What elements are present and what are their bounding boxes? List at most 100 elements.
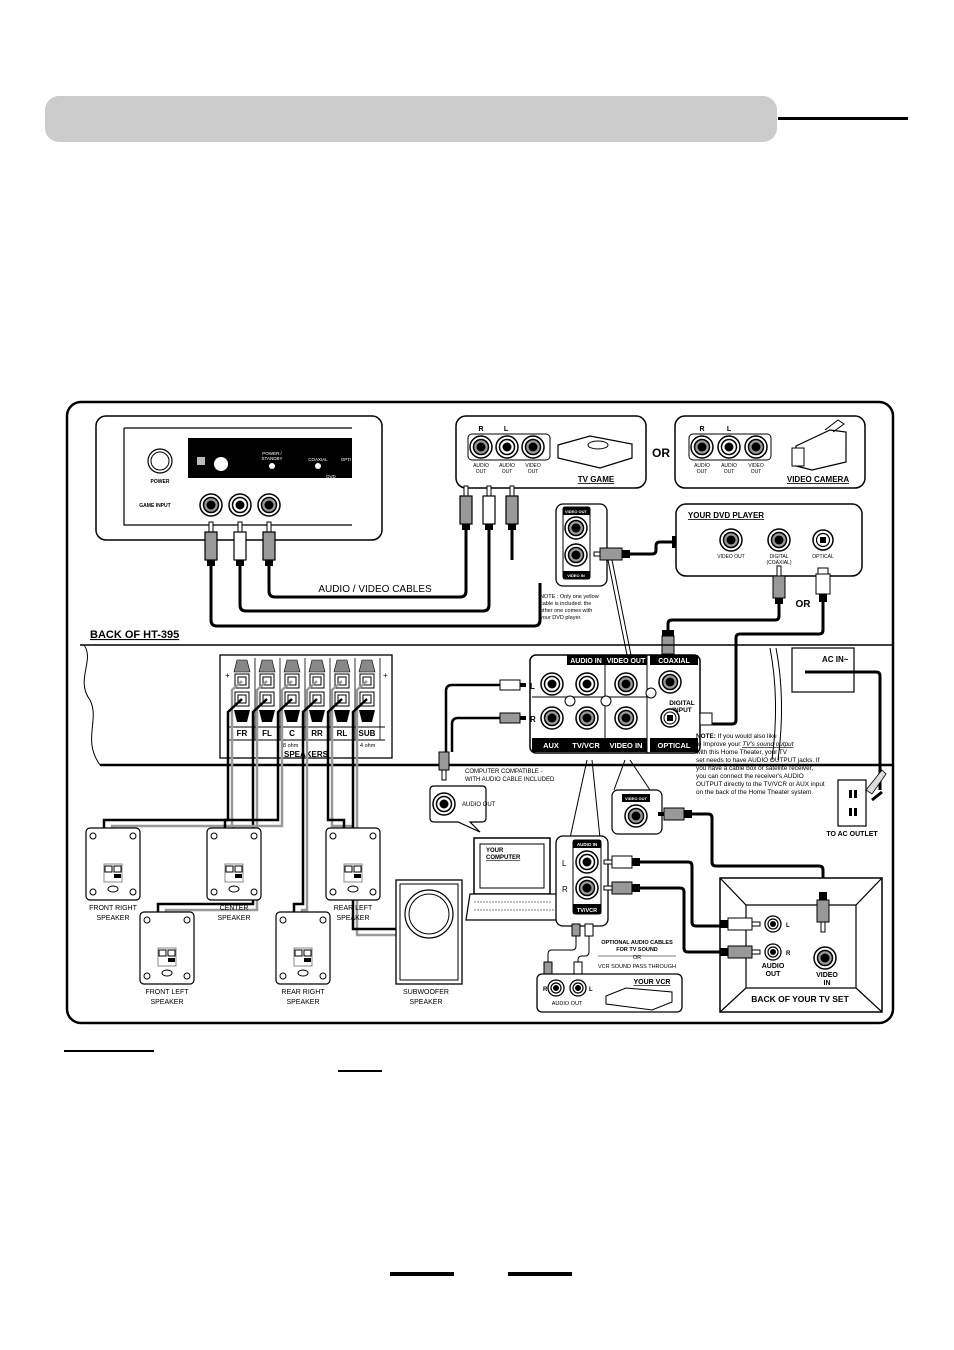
video-callout: VIDEO OUT VIDEO IN — [555, 503, 608, 587]
av-cables-label: AUDIO / VIDEO CABLES — [318, 584, 432, 595]
svg-text:(COAXIAL): (COAXIAL) — [766, 560, 791, 566]
svg-text:L: L — [562, 859, 567, 868]
tv-back-title: BACK OF YOUR TV SET — [751, 994, 849, 1004]
speaker-labels: FRONT RIGHT SPEAKER FRONT LEFT SPEAKER C… — [89, 905, 449, 1006]
svg-text:you can connect the receiver's: you can connect the receiver's AUDIO — [696, 773, 804, 780]
svg-text:VIDEO OUT: VIDEO OUT — [625, 796, 648, 801]
svg-text:SUBWOOFER: SUBWOOFER — [403, 989, 449, 996]
ac-in-label: AC IN~ — [822, 655, 849, 664]
svg-text:VIDEO: VIDEO — [525, 463, 541, 469]
svg-text:cable is included. the: cable is included. the — [540, 601, 591, 607]
svg-text:AUDIO IN: AUDIO IN — [570, 658, 602, 665]
svg-text:OUT: OUT — [476, 469, 487, 475]
svg-text:+: + — [225, 671, 230, 680]
keyboard-icon — [465, 893, 561, 921]
channel-label: FR — [237, 729, 248, 738]
svg-text:on the back of the Home Theate: on the back of the Home Theater system. — [696, 789, 813, 796]
svg-text:VIDEO: VIDEO — [748, 463, 764, 469]
svg-text:FRONT LEFT: FRONT LEFT — [145, 989, 189, 996]
speaker-front-left — [139, 911, 195, 985]
vcr-icon — [605, 987, 673, 1011]
svg-text:SPEAKER: SPEAKER — [336, 915, 369, 922]
header-rule — [778, 117, 908, 120]
svg-text:TV/VCR: TV/VCR — [572, 741, 600, 750]
svg-text:FRONT RIGHT: FRONT RIGHT — [89, 905, 137, 912]
channel-label: C — [289, 729, 295, 738]
game-input-jack — [199, 493, 223, 517]
svg-text:VIDEO IN: VIDEO IN — [610, 741, 643, 750]
svg-text:your DVD player.: your DVD player. — [540, 615, 582, 621]
svg-text:OUT: OUT — [697, 469, 708, 475]
section-header-bar — [45, 96, 777, 142]
back-title: BACK OF HT-395 — [90, 629, 179, 641]
vcr-title: YOUR VCR — [634, 979, 671, 986]
channel-label: RL — [337, 729, 348, 738]
computer: COMPUTER COMPATIBLE - WITH AUDIO CABLE I… — [429, 769, 561, 921]
svg-text:NOTE : Only one yellow: NOTE : Only one yellow — [540, 594, 599, 600]
svg-text:L: L — [504, 426, 509, 433]
footer-rule — [64, 1050, 154, 1052]
ac-outlet — [837, 769, 887, 827]
svg-text:LEFT: LEFT — [234, 479, 245, 484]
svg-text:COAXIAL: COAXIAL — [658, 658, 690, 665]
speaker-subwoofer — [395, 879, 463, 985]
svg-text:OPTICAL: OPTICAL — [658, 741, 691, 750]
svg-text:R: R — [543, 987, 548, 993]
ac-outlet-label: TO AC OUTLET — [826, 831, 878, 838]
page-number-rule — [508, 1272, 572, 1276]
power-label: POWER — [151, 479, 170, 485]
svg-text:VIDEO OUT: VIDEO OUT — [565, 509, 588, 514]
svg-text:R: R — [699, 426, 704, 433]
svg-text:REAR RIGHT: REAR RIGHT — [281, 989, 325, 996]
svg-text:L: L — [786, 923, 790, 929]
svg-text:VIDEO OUT: VIDEO OUT — [607, 658, 646, 665]
svg-text:L: L — [589, 987, 593, 993]
svg-text:SPEAKER: SPEAKER — [150, 999, 183, 1006]
speaker-rear-left — [325, 827, 381, 901]
svg-text:OUT: OUT — [766, 971, 782, 978]
svg-text:R: R — [478, 426, 483, 433]
svg-text:DVD: DVD — [326, 474, 336, 479]
note-tv-sound: NOTE: If you would also like to Improve … — [695, 733, 825, 796]
vcr: R L AUDIO OUT YOUR VCR — [536, 973, 683, 1013]
svg-text:COMPUTER COMPATIBLE -: COMPUTER COMPATIBLE - — [465, 769, 542, 775]
page-number-rule — [390, 1272, 454, 1276]
svg-text:L: L — [530, 682, 535, 691]
tv-game: R L AUDIO OUT AUDIO OUT VIDEO OUT TV GAM… — [455, 415, 647, 489]
game-input-jack — [257, 493, 281, 517]
svg-text:+: + — [383, 671, 388, 680]
svg-text:VIDEO: VIDEO — [816, 972, 838, 979]
svg-text:YOUR: YOUR — [486, 848, 504, 854]
svg-text:DIGITAL: DIGITAL — [769, 554, 788, 560]
svg-text:R: R — [530, 715, 536, 724]
svg-text:R: R — [562, 885, 568, 894]
svg-text:IN: IN — [824, 980, 831, 987]
tv-back: L R AUDIO OUT VIDEO IN BACK OF YOUR TV S… — [719, 877, 883, 1013]
svg-text:OPTIONAL AUDIO CABLES: OPTIONAL AUDIO CABLES — [601, 940, 673, 946]
channel-label: FL — [262, 729, 272, 738]
svg-text:set needs to have AUDIO OUTPUT: set needs to have AUDIO OUTPUT jacks. If — [696, 757, 820, 764]
svg-text:INPUT: INPUT — [672, 707, 692, 714]
svg-text:VIDEO IN: VIDEO IN — [567, 573, 585, 578]
or-label-dvd: OR — [796, 599, 812, 610]
svg-text:AUX: AUX — [543, 741, 559, 750]
svg-text:AUDIO: AUDIO — [499, 463, 515, 469]
speaker-center — [206, 827, 262, 901]
svg-text:VCR SOUND PASS THROUGH: VCR SOUND PASS THROUGH — [598, 964, 676, 970]
game-input-jack — [228, 493, 252, 517]
svg-text:WITH AUDIO CABLE INCLUDED: WITH AUDIO CABLE INCLUDED — [465, 777, 555, 783]
svg-text:4 ohm: 4 ohm — [360, 743, 376, 749]
svg-text:OUT: OUT — [502, 469, 513, 475]
svg-text:R: R — [786, 951, 791, 957]
svg-text:SPEAKER: SPEAKER — [409, 999, 442, 1006]
svg-text:other one comes with: other one comes with — [540, 608, 592, 614]
video-camera-title: VIDEO CAMERA — [787, 475, 849, 484]
svg-text:OUT: OUT — [751, 469, 762, 475]
svg-text:DIGITAL: DIGITAL — [669, 700, 695, 707]
svg-text:AUDIO: AUDIO — [721, 463, 737, 469]
channel-label: SUB — [359, 729, 376, 738]
svg-text:OUTPUT directly to the TV/VCR: OUTPUT directly to the TV/VCR or AUX inp… — [696, 781, 825, 788]
svg-text:OPTI: OPTI — [341, 457, 352, 462]
svg-text:POWER /: POWER / — [262, 451, 282, 456]
svg-text:AUDIO OUT: AUDIO OUT — [462, 802, 496, 808]
